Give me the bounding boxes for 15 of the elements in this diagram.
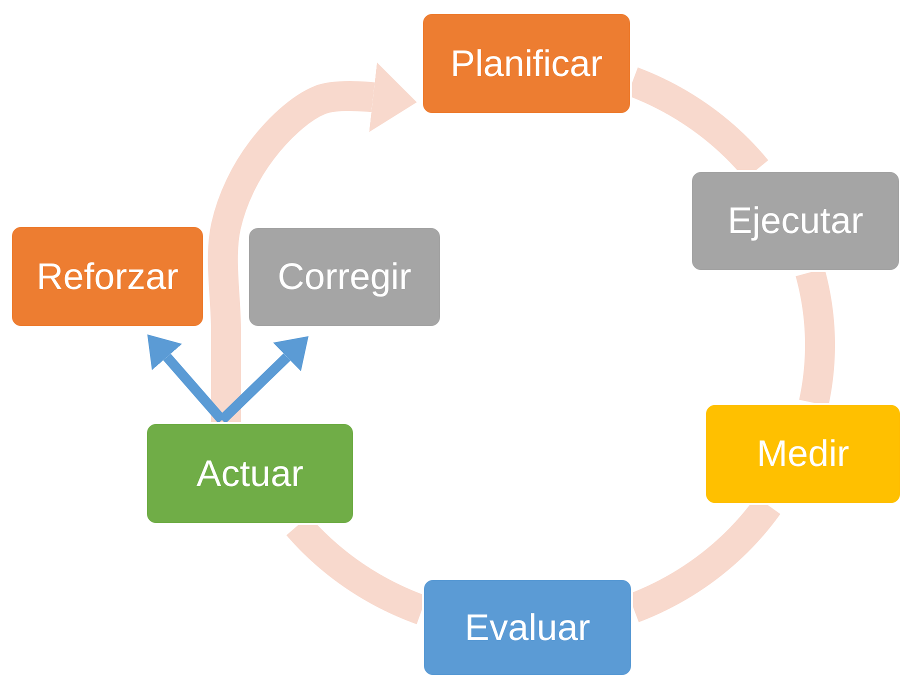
process-box: [421, 12, 632, 115]
process-box: [690, 170, 901, 272]
step-label: Ejecutar: [728, 200, 864, 242]
cycle-arrow: [208, 62, 417, 422]
process-box: [247, 226, 442, 328]
step-label: Medir: [756, 433, 850, 475]
step-label: Planificar: [450, 42, 603, 84]
process-box: [145, 422, 355, 525]
step-label: Reforzar: [36, 256, 178, 298]
step-label: Evaluar: [464, 606, 590, 648]
process-box: [422, 578, 633, 677]
process-box: [704, 403, 902, 505]
step-label: Corregir: [278, 256, 412, 298]
step-label: Actuar: [196, 452, 304, 494]
process-box: [10, 225, 205, 328]
